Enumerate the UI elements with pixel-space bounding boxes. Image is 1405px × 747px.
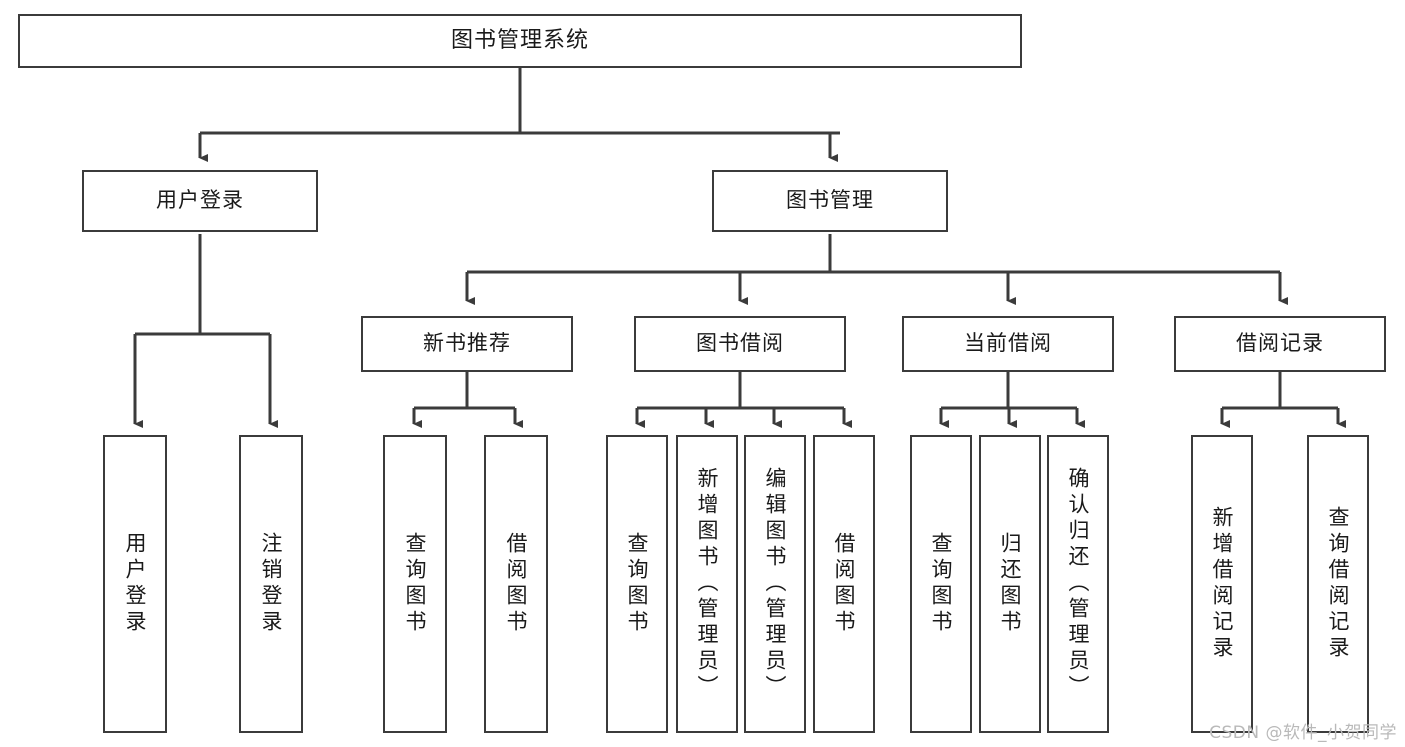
node-borrow-record-label: 借阅记录 [1236,331,1324,356]
leaf-borrow-book-recommend-label: 借阅图书 [504,532,529,636]
node-book-management-label: 图书管理 [786,188,874,213]
leaf-query-book-borrow[interactable]: 查询图书 [606,435,668,733]
node-book-borrow[interactable]: 图书借阅 [634,316,846,372]
node-book-borrow-label: 图书借阅 [696,331,784,356]
leaf-edit-book-admin-label: 编辑图书（管理员） [763,467,788,701]
leaf-logout[interactable]: 注销登录 [239,435,303,733]
leaf-edit-book-admin[interactable]: 编辑图书（管理员） [744,435,806,733]
node-root-label: 图书管理系统 [450,27,589,53]
leaf-query-book-current[interactable]: 查询图书 [910,435,972,733]
leaf-borrow-book-label: 借阅图书 [832,532,857,636]
leaf-add-borrow-record-label: 新增借阅记录 [1210,506,1235,662]
leaf-borrow-book-recommend[interactable]: 借阅图书 [484,435,548,733]
leaf-logout-label: 注销登录 [259,532,284,636]
leaf-return-book-label: 归还图书 [998,532,1023,636]
leaf-confirm-return-admin-label: 确认归还（管理员） [1066,467,1091,701]
node-root[interactable]: 图书管理系统 [18,14,1022,68]
leaf-query-borrow-record[interactable]: 查询借阅记录 [1307,435,1369,733]
node-user-login[interactable]: 用户登录 [82,170,318,232]
leaf-add-book-admin[interactable]: 新增图书（管理员） [676,435,738,733]
leaf-query-book-recommend-label: 查询图书 [403,532,428,636]
node-new-book-recommend-label: 新书推荐 [423,331,511,356]
watermark: CSDN @软件_小贺同学 [1209,723,1397,743]
leaf-borrow-book[interactable]: 借阅图书 [813,435,875,733]
leaf-user-login[interactable]: 用户登录 [103,435,167,733]
leaf-query-book-recommend[interactable]: 查询图书 [383,435,447,733]
node-current-borrow[interactable]: 当前借阅 [902,316,1114,372]
node-current-borrow-label: 当前借阅 [964,331,1052,356]
leaf-query-book-current-label: 查询图书 [929,532,954,636]
leaf-query-borrow-record-label: 查询借阅记录 [1326,506,1351,662]
leaf-confirm-return-admin[interactable]: 确认归还（管理员） [1047,435,1109,733]
node-book-management[interactable]: 图书管理 [712,170,948,232]
node-user-login-label: 用户登录 [156,188,244,213]
node-new-book-recommend[interactable]: 新书推荐 [361,316,573,372]
leaf-user-login-label: 用户登录 [123,532,148,636]
leaf-add-book-admin-label: 新增图书（管理员） [695,467,720,701]
leaf-query-book-borrow-label: 查询图书 [625,532,650,636]
leaf-add-borrow-record[interactable]: 新增借阅记录 [1191,435,1253,733]
leaf-return-book[interactable]: 归还图书 [979,435,1041,733]
node-borrow-record[interactable]: 借阅记录 [1174,316,1386,372]
